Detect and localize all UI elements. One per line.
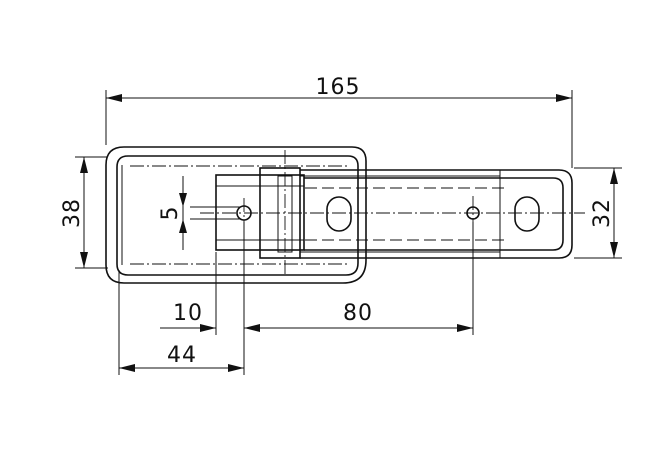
lever-inner <box>304 177 564 251</box>
dim-right-height: 32 <box>574 167 622 259</box>
slot-right <box>514 196 540 232</box>
dim-80-label: 80 <box>343 301 373 326</box>
dim-bottom-row: 10 80 <box>160 222 474 375</box>
dim-38-label: 38 <box>60 198 85 228</box>
lever-plate <box>300 169 573 259</box>
dim-overall-length: 165 <box>105 75 573 168</box>
dim-offset-left: 44 <box>118 270 244 375</box>
dim-pin-hole: 5 <box>158 176 187 250</box>
dim-32-label: 32 <box>590 198 615 228</box>
base-plate-outer <box>105 146 367 284</box>
base-plate-inner <box>116 155 359 276</box>
dim-44-label: 44 <box>167 343 197 368</box>
dim-left-height: 38 <box>60 156 108 269</box>
base-plate <box>105 146 367 284</box>
dim-5-label: 5 <box>158 206 183 221</box>
dim-10-label: 10 <box>173 301 203 326</box>
lever-outer <box>300 169 573 259</box>
features <box>190 196 585 232</box>
slot-left <box>326 196 352 232</box>
dim-165-label: 165 <box>316 75 361 100</box>
